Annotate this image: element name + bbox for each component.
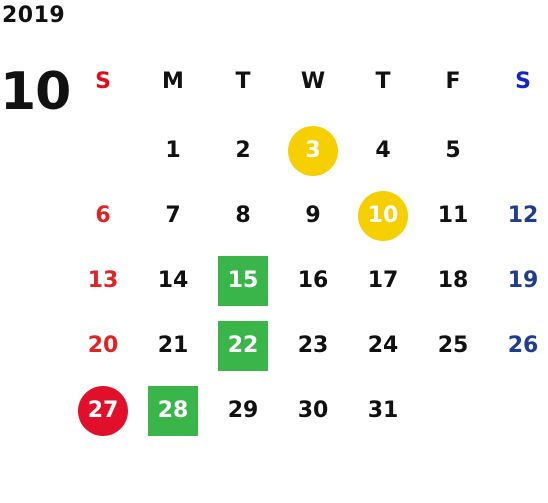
day-cell-6[interactable]: 6: [68, 183, 138, 248]
day-number: 23: [297, 333, 329, 358]
day-cell-19[interactable]: 19: [488, 248, 548, 313]
day-number: 9: [305, 203, 321, 228]
day-number: 17: [367, 268, 399, 293]
month-label: 10: [0, 62, 71, 122]
day-number: 16: [297, 268, 329, 293]
day-number: 18: [437, 268, 469, 293]
weekday-header-mon: M: [162, 68, 184, 94]
day-cell-empty: [68, 118, 138, 183]
day-number: 6: [95, 203, 111, 228]
day-number: 24: [367, 333, 399, 358]
day-cell-26[interactable]: 26: [488, 313, 548, 378]
day-number: 3: [288, 125, 338, 176]
day-number: 13: [87, 268, 119, 293]
day-cell-1[interactable]: 1: [138, 118, 208, 183]
day-cell-4[interactable]: 4: [348, 118, 418, 183]
weekday-header-thu: T: [375, 68, 391, 94]
day-number: 12: [507, 203, 539, 228]
day-number: 1: [165, 138, 181, 163]
day-cell-21[interactable]: 21: [138, 313, 208, 378]
day-cell-31[interactable]: 31: [348, 378, 418, 443]
day-cell-22[interactable]: 22: [208, 313, 278, 378]
day-number: 21: [157, 333, 189, 358]
day-number: 7: [165, 203, 181, 228]
day-cell-11[interactable]: 11: [418, 183, 488, 248]
day-cell-2[interactable]: 2: [208, 118, 278, 183]
day-number: 11: [437, 203, 469, 228]
day-cell-17[interactable]: 17: [348, 248, 418, 313]
weekday-header-row: S M T W T F S: [68, 60, 548, 102]
day-number: 25: [437, 333, 469, 358]
day-cell-empty: [418, 378, 488, 443]
day-number: 30: [297, 398, 329, 423]
day-number: 2: [235, 138, 251, 163]
day-cell-24[interactable]: 24: [348, 313, 418, 378]
day-number: 8: [235, 203, 251, 228]
day-cell-8[interactable]: 8: [208, 183, 278, 248]
day-cell-7[interactable]: 7: [138, 183, 208, 248]
day-cell-16[interactable]: 16: [278, 248, 348, 313]
day-cell-14[interactable]: 14: [138, 248, 208, 313]
day-cell-15[interactable]: 15: [208, 248, 278, 313]
day-number: 26: [507, 333, 539, 358]
day-cell-3[interactable]: 3: [278, 118, 348, 183]
day-number: 22: [218, 320, 268, 371]
day-number: 20: [87, 333, 119, 358]
day-number: 10: [358, 190, 408, 241]
day-cell-10[interactable]: 10: [348, 183, 418, 248]
weekday-header-sat: S: [515, 68, 531, 94]
day-number: 4: [375, 138, 391, 163]
day-cell-20[interactable]: 20: [68, 313, 138, 378]
weekday-header-fri: F: [445, 68, 461, 94]
day-number: 15: [218, 255, 268, 306]
day-cell-5[interactable]: 5: [418, 118, 488, 183]
day-number: 31: [367, 398, 399, 423]
day-cell-28[interactable]: 28: [138, 378, 208, 443]
weekday-header-tue: T: [235, 68, 251, 94]
day-number: 28: [148, 385, 198, 436]
day-cell-27[interactable]: 27: [68, 378, 138, 443]
day-number: 14: [157, 268, 189, 293]
day-cell-empty: [488, 378, 548, 443]
day-cell-empty: [488, 118, 548, 183]
day-cell-18[interactable]: 18: [418, 248, 488, 313]
day-cell-13[interactable]: 13: [68, 248, 138, 313]
day-cell-30[interactable]: 30: [278, 378, 348, 443]
day-cell-25[interactable]: 25: [418, 313, 488, 378]
day-number: 5: [445, 138, 461, 163]
year-label: 2019: [2, 3, 66, 28]
day-cell-23[interactable]: 23: [278, 313, 348, 378]
day-cell-29[interactable]: 29: [208, 378, 278, 443]
day-number: 19: [507, 268, 539, 293]
day-number: 27: [78, 385, 128, 436]
weekday-header-wed: W: [300, 68, 326, 94]
weekday-header-sun: S: [95, 68, 111, 94]
day-cell-12[interactable]: 12: [488, 183, 548, 248]
day-cell-9[interactable]: 9: [278, 183, 348, 248]
day-number: 29: [227, 398, 259, 423]
